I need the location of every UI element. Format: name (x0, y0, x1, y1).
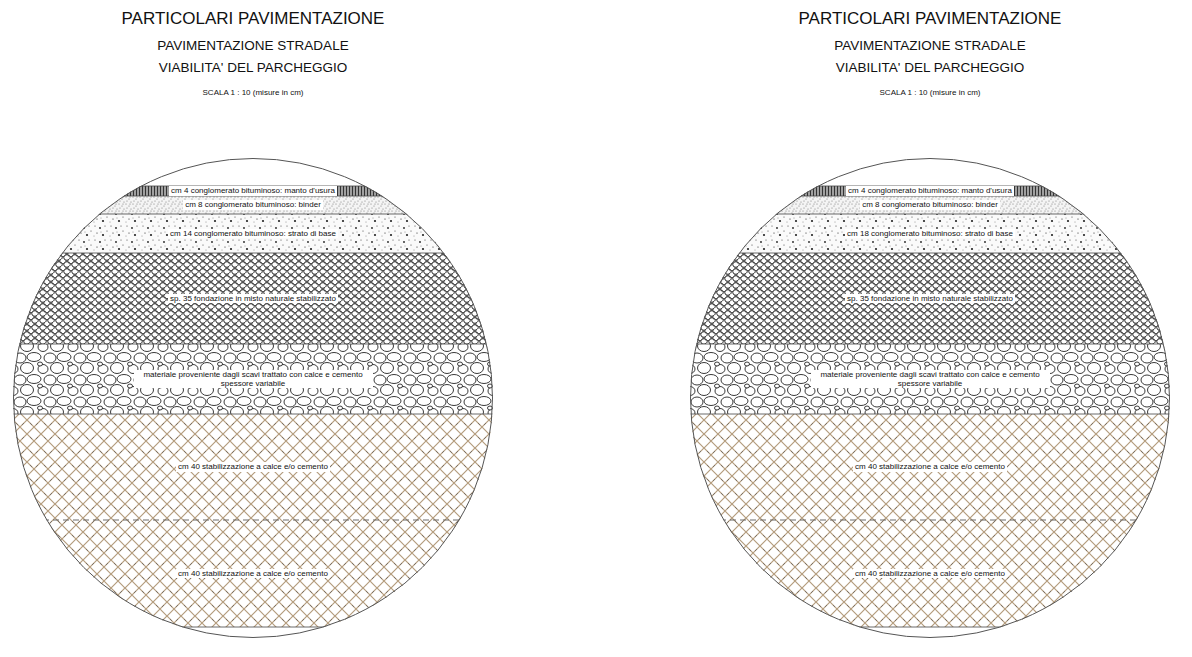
layer-boundary (13, 520, 493, 521)
layer-boundary (13, 214, 493, 215)
layer-label: materiale proveniente dagli scavi tratta… (811, 370, 1050, 388)
pavement-layer: cm 40 stabilizzazione a calce e/o cement… (13, 520, 493, 627)
layer-fill (690, 344, 1170, 414)
layer-fill (690, 253, 1170, 344)
pavement-layer: materiale proveniente dagli scavi tratta… (13, 344, 493, 414)
pavement-detail-circle: PARTICOLARI PAVIMENTAZIONE PAVIMENTAZIONE… (13, 0, 493, 657)
circle-outline (13, 0, 493, 657)
circle-border (691, 159, 1170, 638)
pavement-layer: cm 4 conglomerato bituminoso: manto d'us… (690, 186, 1170, 196)
layer-boundary (13, 414, 493, 415)
layer-fill (13, 414, 493, 520)
detail-subtitle: PAVIMENTAZIONE STRADALE VIABILITA' DEL P… (133, 35, 373, 79)
scale-note: SCALA 1 : 10 (misure in cm) (780, 88, 1080, 98)
layer-label: cm 8 conglomerato bituminoso: binder (183, 200, 323, 209)
layer-label: sp. 35 fondazione in misto naturale stab… (168, 294, 338, 303)
layer-fill (13, 186, 493, 196)
layer-fill (13, 214, 493, 253)
layer-label: cm 18 conglomerato bituminoso: strato di… (845, 229, 1015, 238)
layer-label: cm 4 conglomerato bituminoso: manto d'us… (169, 186, 337, 195)
layer-boundary (690, 344, 1170, 345)
layer-label: cm 8 conglomerato bituminoso: binder (860, 200, 1000, 209)
detail-subtitle: PAVIMENTAZIONE STRADALE VIABILITA' DEL P… (810, 35, 1050, 79)
layer-label: cm 40 stabilizzazione a calce e/o cement… (853, 569, 1007, 578)
layer-boundary (690, 214, 1170, 215)
layer-label: cm 4 conglomerato bituminoso: manto d'us… (846, 186, 1014, 195)
pavement-layer: cm 4 conglomerato bituminoso: manto d'us… (13, 186, 493, 196)
layer-fill (690, 214, 1170, 253)
layer-boundary (13, 253, 493, 254)
layer-fill (690, 520, 1170, 627)
pavement-layer: materiale proveniente dagli scavi tratta… (690, 344, 1170, 414)
layer-boundary (13, 627, 493, 628)
pavement-layer: cm 40 stabilizzazione a calce e/o cement… (690, 520, 1170, 627)
layer-fill (13, 344, 493, 414)
layer-boundary (690, 414, 1170, 415)
circle-border (14, 159, 493, 638)
pavement-layer: cm 14 conglomerato bituminoso: strato di… (13, 214, 493, 253)
layer-label: cm 40 stabilizzazione a calce e/o cement… (853, 462, 1007, 471)
layer-boundary (690, 520, 1170, 521)
layer-label: sp. 35 fondazione in misto naturale stab… (845, 294, 1015, 303)
pavement-layer: sp. 35 fondazione in misto naturale stab… (13, 253, 493, 344)
layer-boundary (690, 253, 1170, 254)
layer-label: materiale proveniente dagli scavi tratta… (134, 370, 373, 388)
layer-boundary (690, 196, 1170, 197)
layer-fill (690, 414, 1170, 520)
pavement-layer: cm 18 conglomerato bituminoso: strato di… (690, 214, 1170, 253)
detail-title: PARTICOLARI PAVIMENTAZIONE (695, 9, 1165, 29)
scale-note: SCALA 1 : 10 (misure in cm) (103, 88, 403, 98)
layer-boundary (690, 627, 1170, 628)
layer-label: cm 40 stabilizzazione a calce e/o cement… (176, 462, 330, 471)
layer-fill (13, 196, 493, 214)
layer-label: cm 14 conglomerato bituminoso: strato di… (168, 229, 338, 238)
circle-outline (690, 0, 1170, 657)
layer-fill (13, 253, 493, 344)
pavement-layer: cm 8 conglomerato bituminoso: binder (690, 196, 1170, 214)
layer-fill (13, 520, 493, 627)
layer-fill (690, 186, 1170, 196)
layer-label: cm 40 stabilizzazione a calce e/o cement… (176, 569, 330, 578)
pavement-layer: cm 40 stabilizzazione a calce e/o cement… (690, 414, 1170, 520)
layer-boundary (13, 196, 493, 197)
pavement-layer: sp. 35 fondazione in misto naturale stab… (690, 253, 1170, 344)
pavement-layer: cm 8 conglomerato bituminoso: binder (13, 196, 493, 214)
detail-title: PARTICOLARI PAVIMENTAZIONE (18, 9, 488, 29)
layer-boundary (13, 344, 493, 345)
pavement-detail-circle: PARTICOLARI PAVIMENTAZIONE PAVIMENTAZIONE… (690, 0, 1170, 657)
layer-fill (690, 196, 1170, 214)
pavement-layer: cm 40 stabilizzazione a calce e/o cement… (13, 414, 493, 520)
